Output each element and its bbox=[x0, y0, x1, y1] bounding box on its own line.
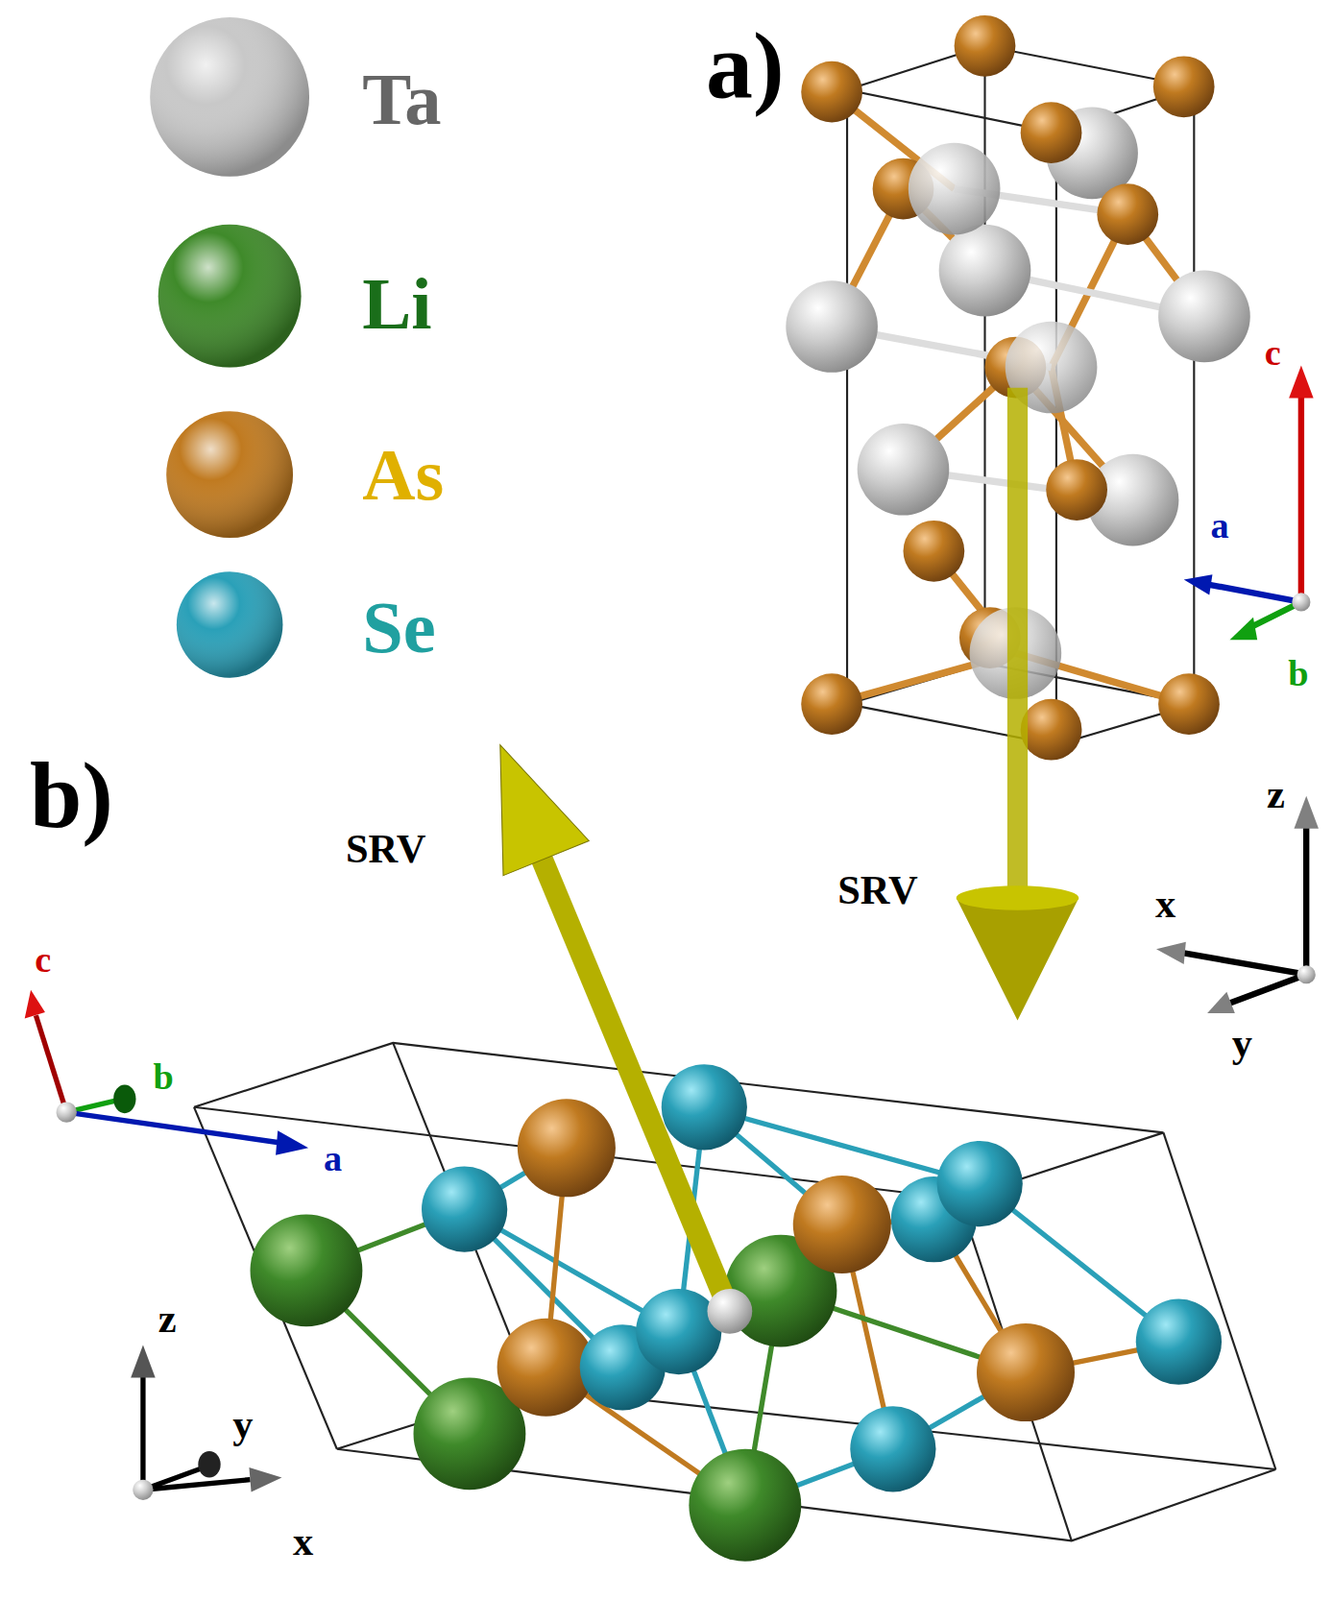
axis-label: z bbox=[158, 1298, 177, 1340]
vector-label: SRV bbox=[837, 869, 919, 911]
axis-label: b bbox=[1287, 654, 1309, 692]
axis-label: b bbox=[152, 1058, 173, 1095]
axis-label: c bbox=[1264, 334, 1282, 371]
axis-label: y bbox=[232, 1403, 253, 1445]
axis-label: y bbox=[1232, 1022, 1253, 1065]
swatch-shading bbox=[166, 411, 293, 538]
swatch-shading bbox=[176, 571, 284, 679]
axis-label: a bbox=[323, 1139, 342, 1177]
legend-swatch bbox=[176, 571, 284, 679]
vector-label: SRV bbox=[345, 828, 427, 871]
legend-text: As bbox=[362, 438, 444, 513]
legend-swatch bbox=[158, 224, 302, 368]
legend-text: Ta bbox=[362, 63, 441, 138]
swatch-shading bbox=[158, 224, 302, 368]
axis-label: a bbox=[1210, 507, 1229, 544]
legend-swatch bbox=[149, 17, 310, 177]
legend-swatch bbox=[166, 411, 293, 538]
panel-label: b) bbox=[29, 749, 114, 844]
axis-label: c bbox=[34, 941, 51, 978]
legend-text: Se bbox=[362, 590, 437, 665]
axis-label: x bbox=[1155, 882, 1176, 924]
legend-text: Li bbox=[362, 266, 432, 341]
panel-label: a) bbox=[705, 19, 784, 114]
swatch-shading bbox=[149, 17, 310, 177]
axis-label: x bbox=[292, 1521, 314, 1563]
axis-label: z bbox=[1266, 774, 1285, 816]
